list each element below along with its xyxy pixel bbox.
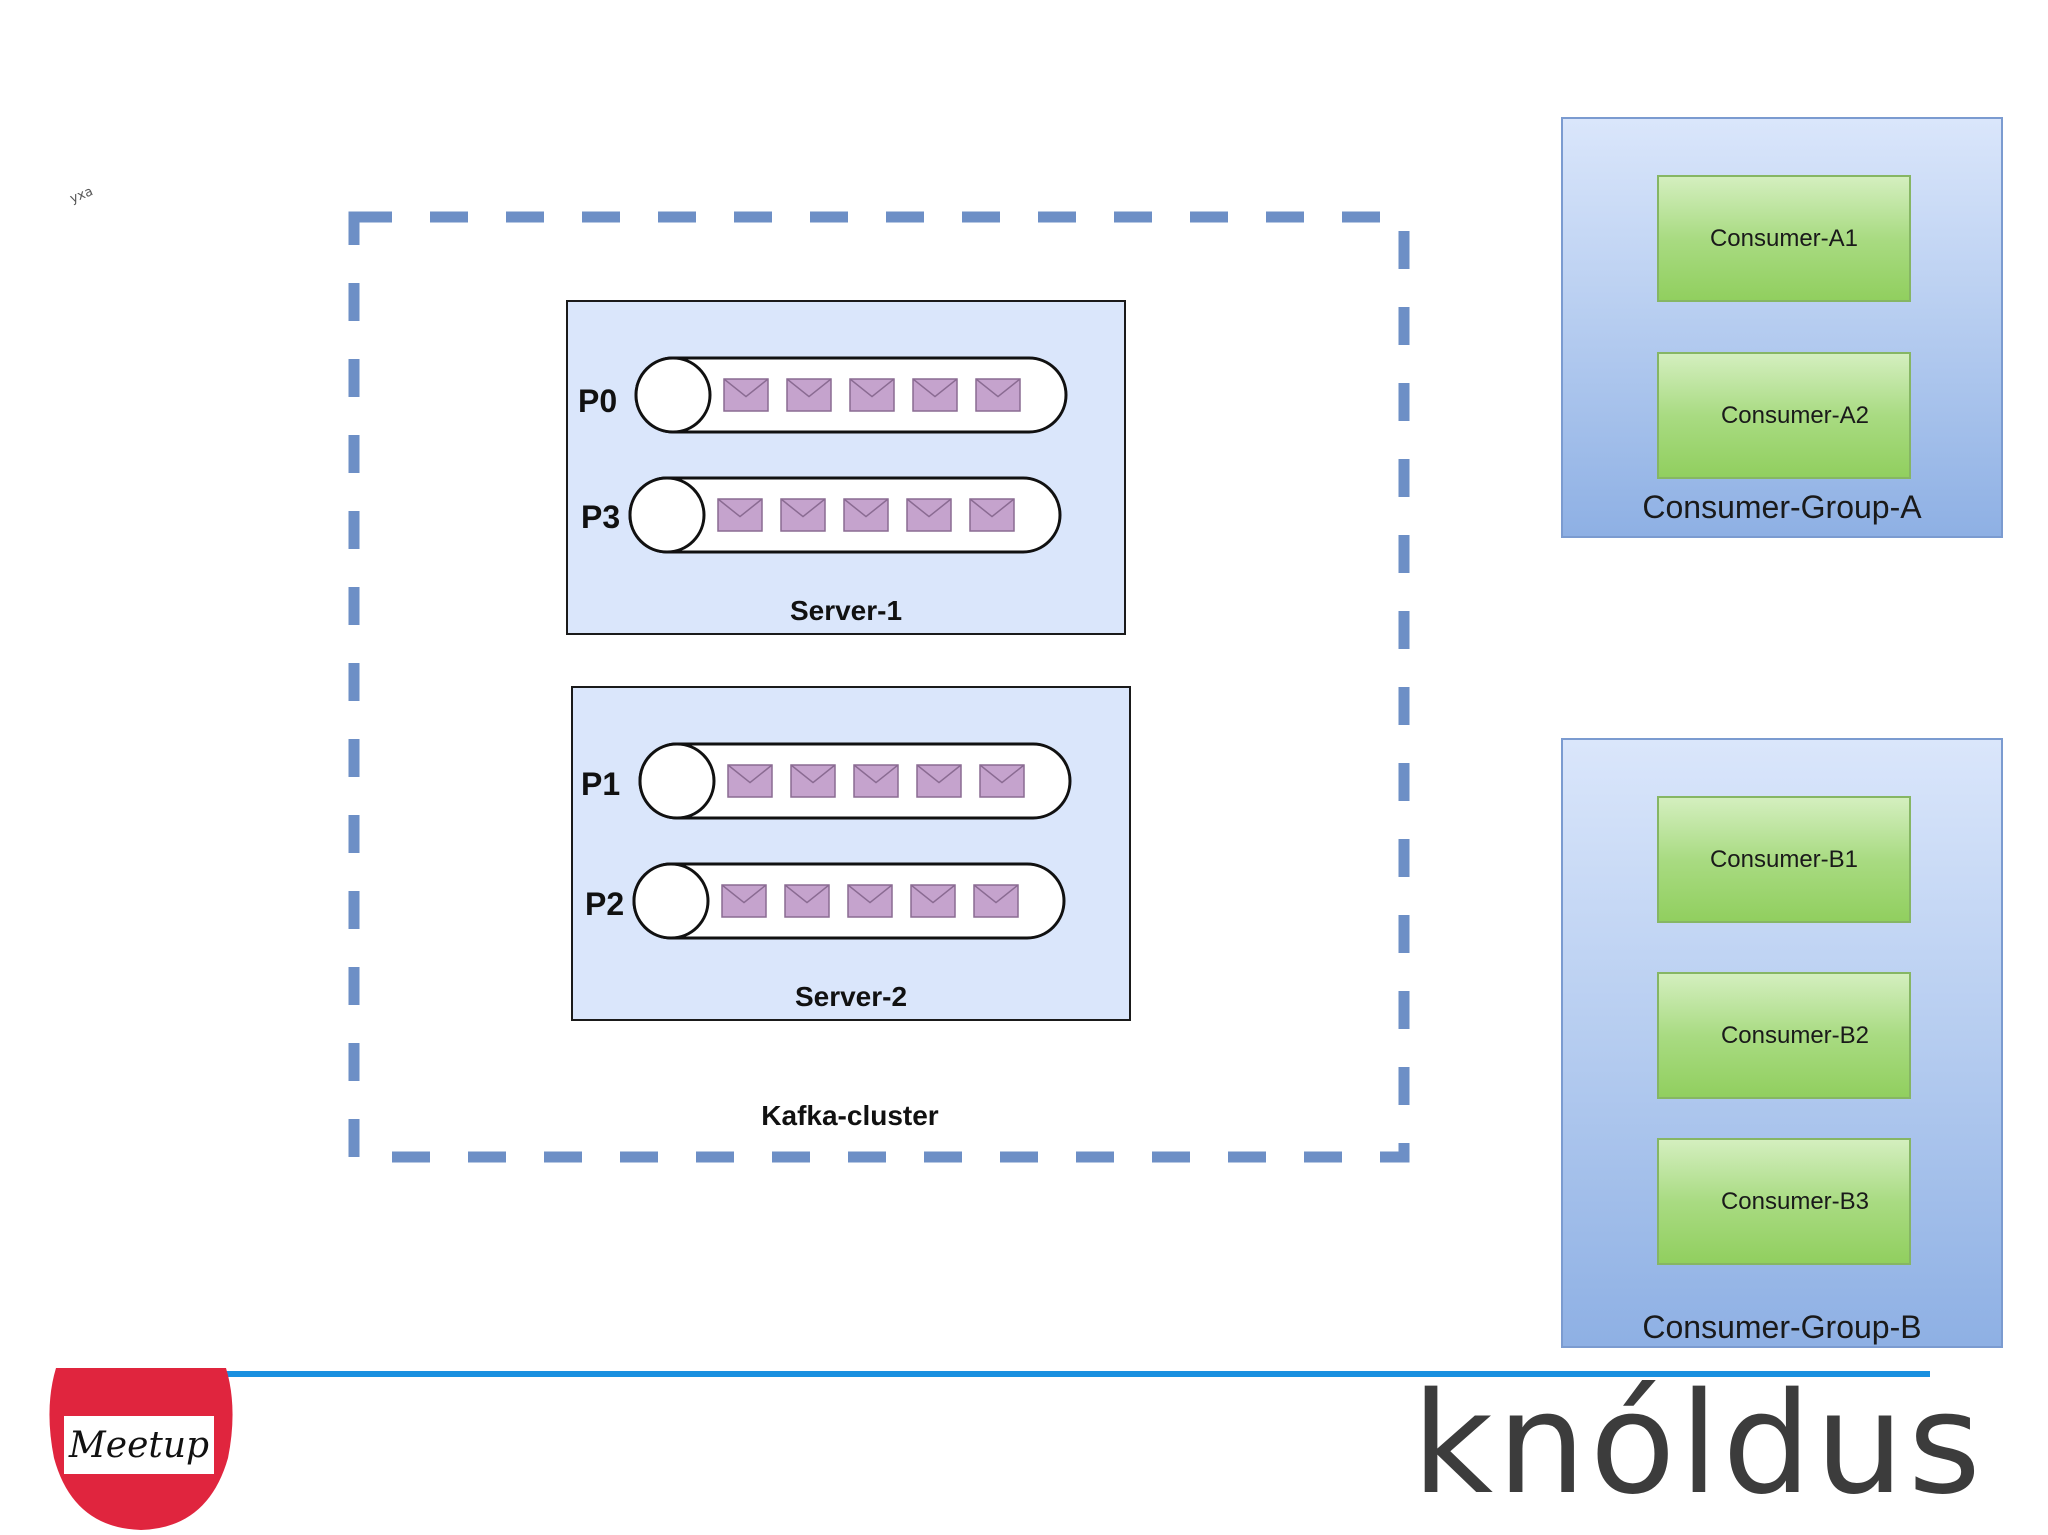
message-envelope-icon (975, 378, 1021, 412)
server-2: Server-2 (571, 686, 1131, 1021)
kafka-cluster-label: Kafka-cluster (761, 1100, 939, 1131)
partition-queue-p2 (632, 862, 1066, 940)
partition-label-p3: P3 (581, 499, 621, 535)
queue-end-cap (632, 862, 710, 940)
message-envelope-icon (979, 764, 1025, 798)
message-envelope-icon (916, 764, 962, 798)
message-envelope-icon (912, 378, 958, 412)
knoldus-logo: knóldus (1412, 1363, 1985, 1526)
message-envelope-icon (969, 498, 1015, 532)
consumer-group-a-label: Consumer-Group-A (1642, 489, 1922, 525)
message-envelope-icon (786, 378, 832, 412)
message-envelope-icon (790, 764, 836, 798)
consumer-a1: Consumer-A1 (1657, 175, 1911, 302)
message-envelope-icon (727, 764, 773, 798)
message-envelope-icon (717, 498, 763, 532)
partition-label-p2: P2 (585, 886, 625, 922)
consumer-b1: Consumer-B1 (1657, 796, 1911, 923)
partition-queue-p3 (628, 476, 1062, 554)
consumer-a2: Consumer-A2 (1657, 352, 1911, 479)
meetup-wordmark: Meetup (64, 1416, 214, 1474)
partition-label-p1: P1 (581, 766, 621, 802)
message-envelope-icon (843, 498, 889, 532)
queue-end-cap (634, 356, 712, 434)
message-envelope-icon (721, 884, 767, 918)
message-envelope-icon (910, 884, 956, 918)
partition-label-p0: P0 (578, 383, 618, 419)
message-envelope-icon (849, 378, 895, 412)
queue-end-cap (638, 742, 716, 820)
footer-divider (200, 1371, 1930, 1377)
partition-queue-p0 (634, 356, 1068, 434)
message-envelope-icon (973, 884, 1019, 918)
message-envelope-icon (853, 764, 899, 798)
server-1-label: Server-1 (789, 595, 903, 626)
consumer-b3: Consumer-B3 (1657, 1138, 1911, 1265)
partition-queue-p1 (638, 742, 1072, 820)
message-envelope-icon (847, 884, 893, 918)
consumer-b2: Consumer-B2 (1657, 972, 1911, 1099)
server-2-label: Server-2 (794, 981, 908, 1012)
meetup-logo: Meetup (48, 1368, 234, 1530)
consumer-group-a: Consumer-A1 Consumer-A2 Consumer-Group-A (1561, 117, 2003, 538)
server-1: Server-1 (566, 300, 1126, 635)
consumer-group-b-label: Consumer-Group-B (1642, 1309, 1922, 1345)
message-envelope-icon (906, 498, 952, 532)
message-envelope-icon (780, 498, 826, 532)
consumer-group-b: Consumer-B1 Consumer-B2 Consumer-B3 Cons… (1561, 738, 2003, 1348)
queue-end-cap (628, 476, 706, 554)
message-envelope-icon (723, 378, 769, 412)
message-envelope-icon (784, 884, 830, 918)
